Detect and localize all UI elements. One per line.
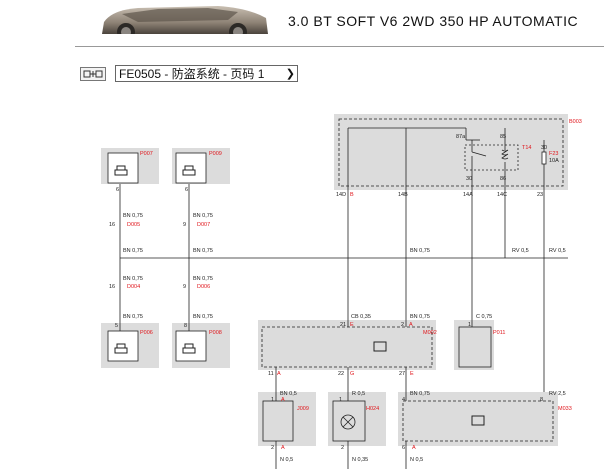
page-select-value: FE0505 - 防盗系统 - 页码 1 xyxy=(119,67,265,81)
j009-pin-2a: A xyxy=(281,445,285,451)
schematic-icon xyxy=(83,70,103,78)
wire-cb035: CB 0,35 xyxy=(351,314,371,320)
vehicle-model-title: 3.0 BT SOFT V6 2WD 350 HP AUTOMATIC xyxy=(288,13,579,29)
b003-box[interactable] xyxy=(334,114,568,190)
p007-label: P007 xyxy=(140,151,153,157)
b003-pin-14b: 14B xyxy=(398,192,408,198)
relay-pin-86: 86 xyxy=(500,176,506,182)
p009-label: P009 xyxy=(209,151,222,157)
relay-pin-30: 30 xyxy=(466,176,472,182)
wire-bn075-1: BN 0,75 xyxy=(123,213,143,219)
wire-bn075-10: BN 0,75 xyxy=(410,314,430,320)
p008-pin: 8 xyxy=(184,323,187,329)
j009-pin-1: 1 xyxy=(271,397,274,403)
header-divider xyxy=(75,46,604,47)
fuse-pin-30: 30 xyxy=(541,145,547,151)
wire-bn075-3: BN 0,75 xyxy=(123,248,143,254)
wire-n05: N 0,5 xyxy=(280,457,293,463)
fuse-rating: 10A xyxy=(549,158,559,164)
h024-label: H024 xyxy=(366,406,379,412)
wire-r05: R 0,5 xyxy=(352,391,365,397)
b003-pin-14a: 14A xyxy=(463,192,473,198)
p009-pin: 6 xyxy=(185,187,188,193)
wire-rv05-2: RV 0,5 xyxy=(549,248,566,254)
m002-pin-a: A xyxy=(409,322,413,328)
p011-label: P011 xyxy=(493,330,505,336)
m033-pin-8: 8 xyxy=(540,397,543,403)
wire-n05-2: N 0,5 xyxy=(410,457,423,463)
m002-pin-g: G xyxy=(350,371,354,377)
m002-pin-21: 21 xyxy=(340,322,346,328)
chevron-down-icon: ❯ xyxy=(285,68,295,80)
d004-pin: 16 xyxy=(109,284,115,290)
h024-pin-1: 1 xyxy=(339,397,342,403)
b003-pin-23: 23 xyxy=(537,192,543,198)
m002-pin-11a: A xyxy=(277,371,281,377)
h024-box[interactable] xyxy=(328,392,386,446)
m002-pin-e: E xyxy=(350,322,354,328)
relay-pin-87a: 87a xyxy=(456,134,466,140)
wire-bn075-11: BN 0,75 xyxy=(410,391,430,397)
m033-box[interactable] xyxy=(398,392,558,446)
d007-pin: 9 xyxy=(183,222,186,228)
wire-n035: N 0,35 xyxy=(352,457,368,463)
m002-box[interactable] xyxy=(258,320,436,370)
wire-bn075-4: BN 0,75 xyxy=(193,248,213,254)
relay-pin-85: 85 xyxy=(500,134,506,140)
f23-label: F23 xyxy=(549,151,558,157)
j009-box[interactable] xyxy=(258,392,316,446)
m002-label: M002 xyxy=(423,330,437,336)
j009-label: J009 xyxy=(297,406,309,412)
diagram-toggle-icon[interactable] xyxy=(80,67,106,81)
m002-pin-11: 11 xyxy=(268,371,274,377)
p011-pin-1: 1 xyxy=(468,322,471,328)
wire-bn075-8: BN 0,75 xyxy=(193,314,213,320)
b003-pin-b: B xyxy=(350,192,354,198)
m002-pin-27: 27 xyxy=(399,371,405,377)
j009-pin-2: 2 xyxy=(271,445,274,451)
m033-pin-4: 4 xyxy=(402,397,405,403)
d006-label: D006 xyxy=(197,284,210,290)
p007-pin: 6 xyxy=(116,187,119,193)
p011-box[interactable] xyxy=(454,320,494,370)
b003-pin-14c: 14C xyxy=(497,192,507,198)
d005-pin: 16 xyxy=(109,222,115,228)
car-image xyxy=(102,6,268,34)
m033-label: M033 xyxy=(558,406,572,412)
h024-pin-2: 2 xyxy=(341,445,344,451)
wire-rv25: RV 2,5 xyxy=(549,391,566,397)
p006-pin: 5 xyxy=(115,323,118,329)
p006-label: P006 xyxy=(140,330,153,336)
wire-c075: C 0,75 xyxy=(476,314,492,320)
j009-pin-1a: A xyxy=(281,397,285,403)
d004-label: D004 xyxy=(127,284,140,290)
m033-pin-6: 6 xyxy=(402,445,405,451)
b003-pin-14d: 14D xyxy=(336,192,346,198)
d005-label: D005 xyxy=(127,222,140,228)
wire-bn075-9: BN 0,75 xyxy=(410,248,430,254)
p008-label: P008 xyxy=(209,330,222,336)
wire-rv05: RV 0,5 xyxy=(512,248,529,254)
m033-pin-6a: A xyxy=(412,445,416,451)
d007-label: D007 xyxy=(197,222,210,228)
m002-pin-27b: E xyxy=(410,371,414,377)
wire-bn075-6: BN 0,75 xyxy=(193,276,213,282)
d006-pin: 9 xyxy=(183,284,186,290)
m002-pin-22: 22 xyxy=(338,371,344,377)
wire-bn075-5: BN 0,75 xyxy=(123,276,143,282)
m002-pin-2: 2 xyxy=(401,322,404,328)
b003-label: B003 xyxy=(569,119,582,125)
wire-bn075-2: BN 0,75 xyxy=(193,213,213,219)
wire-bn075-7: BN 0,75 xyxy=(123,314,143,320)
t14-label: T14 xyxy=(522,145,531,151)
wire-bn05: BN 0,5 xyxy=(280,391,297,397)
page-select-dropdown[interactable]: FE0505 - 防盗系统 - 页码 1 ❯ xyxy=(115,65,298,82)
